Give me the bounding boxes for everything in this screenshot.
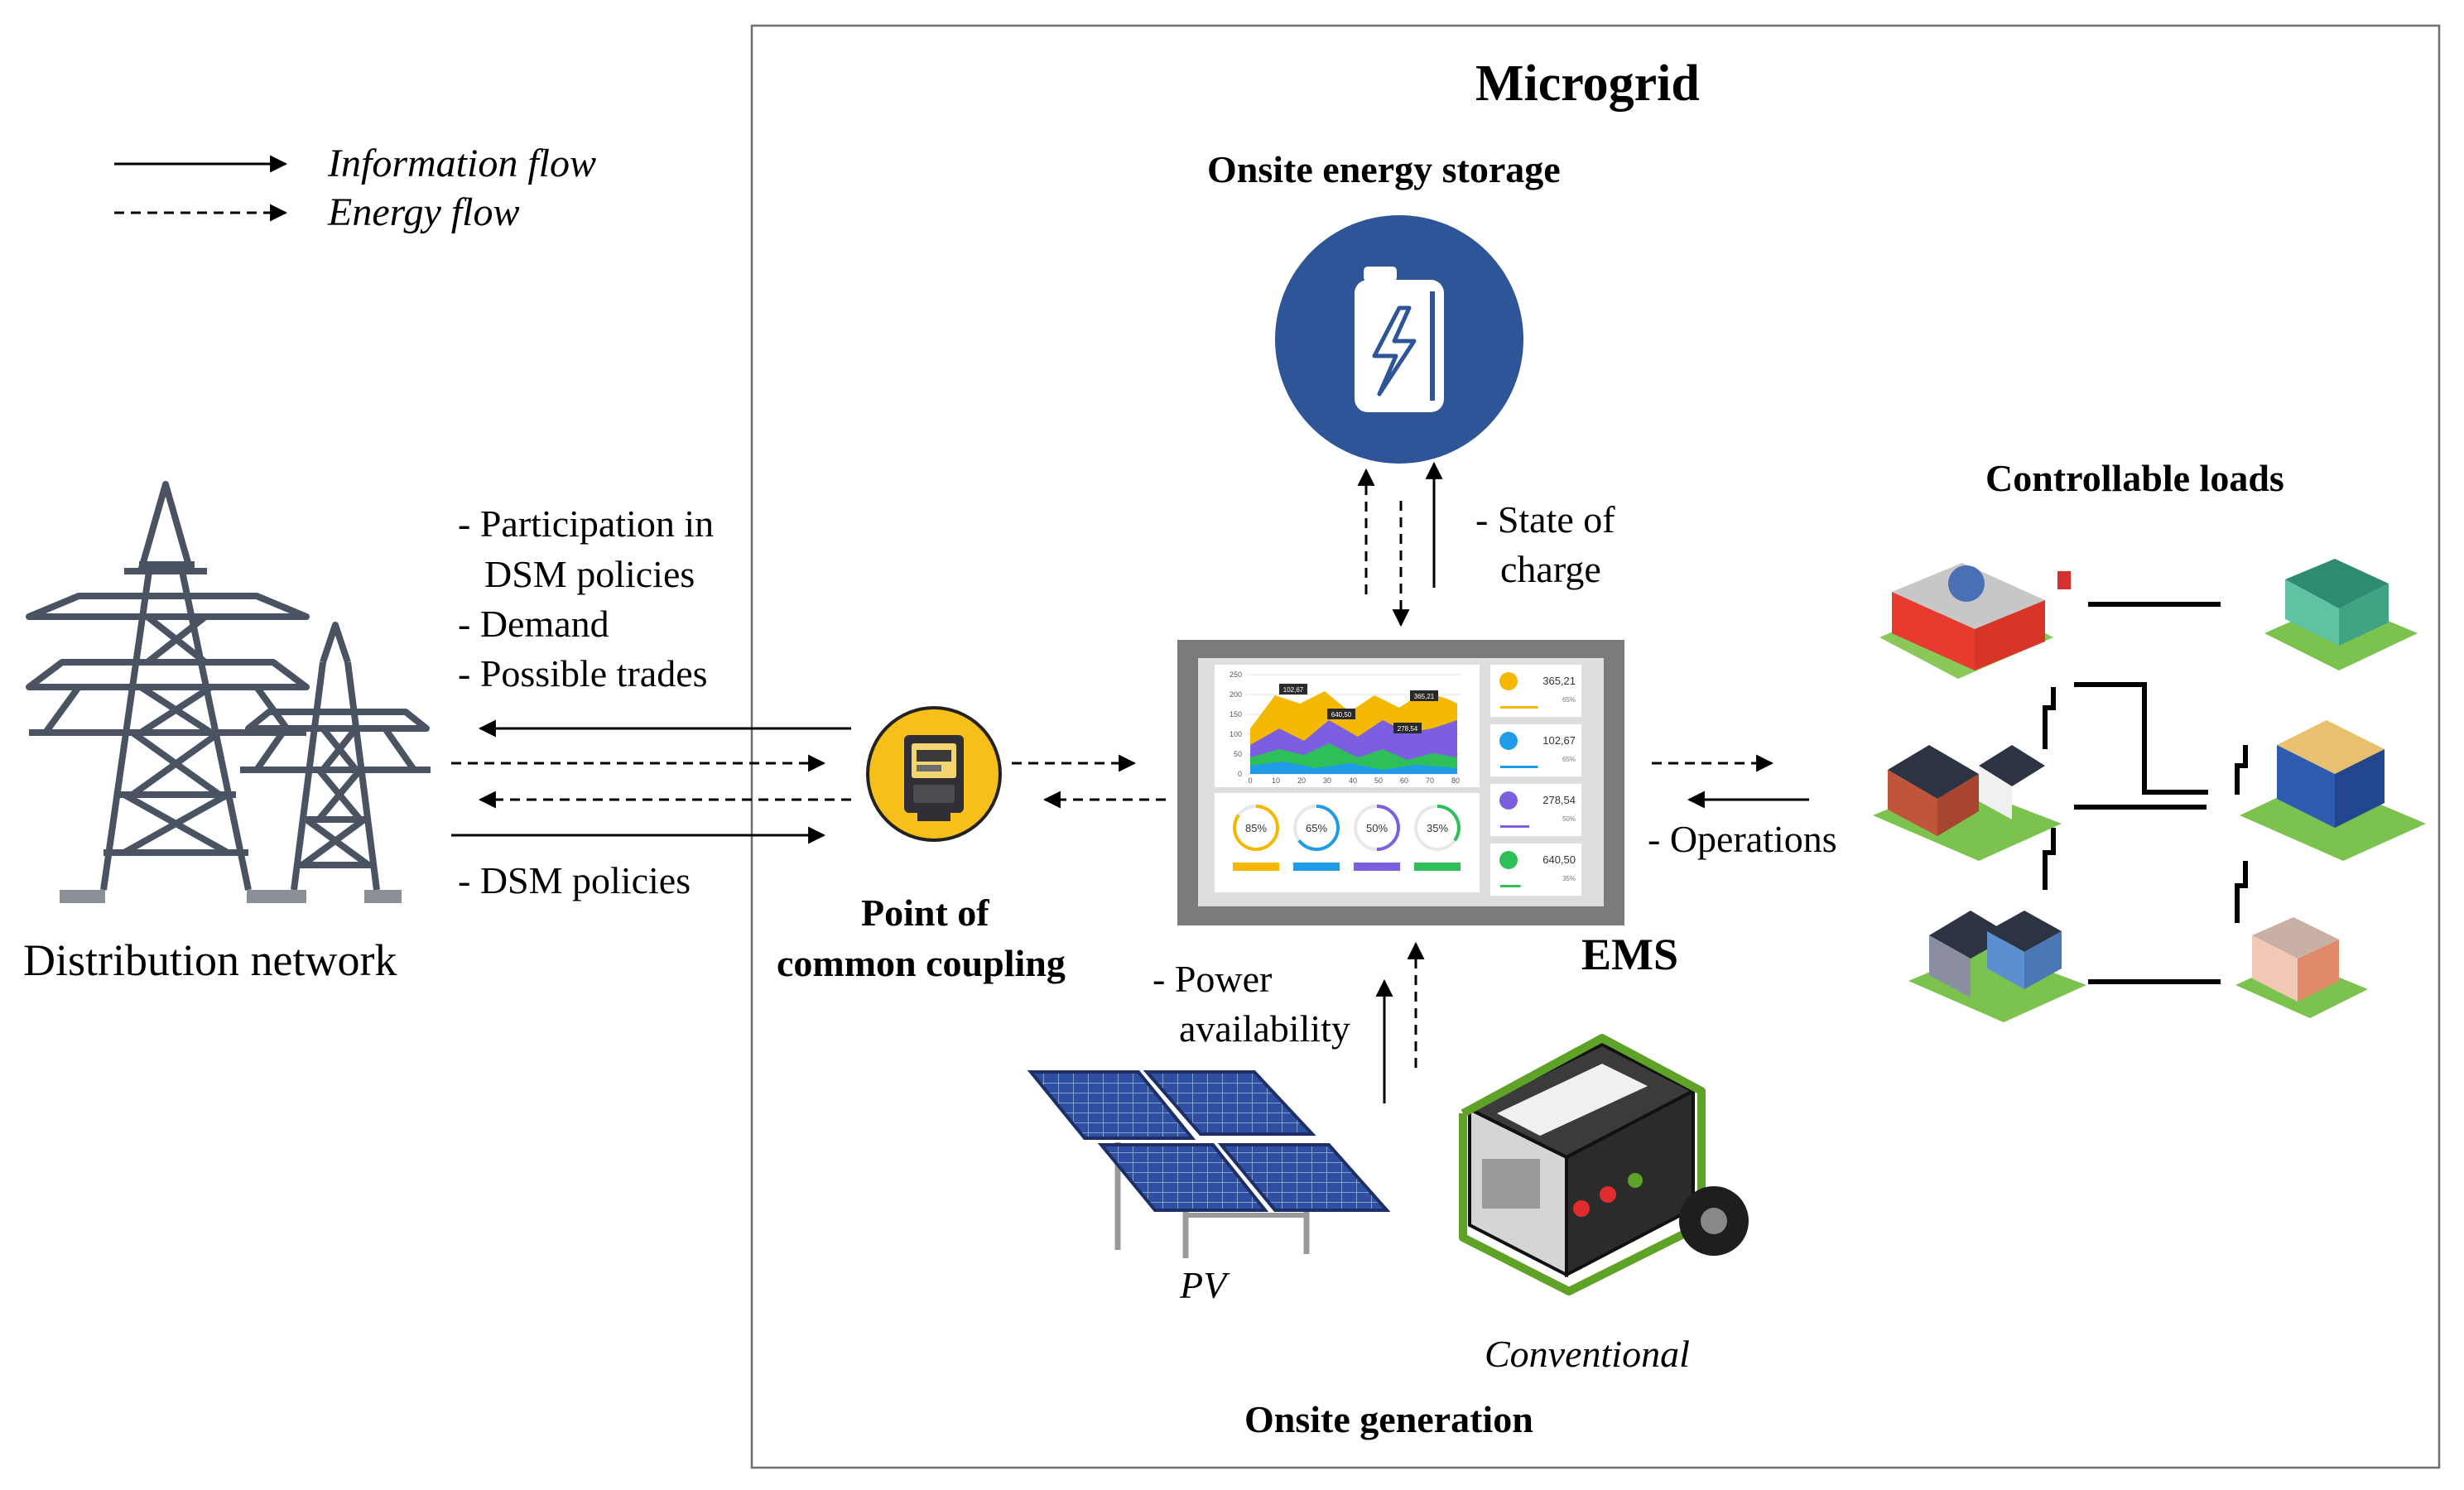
x-tick-label: 40 [1349, 776, 1357, 785]
card-value: 365,21 [1542, 675, 1576, 687]
generation-info-line1: - Power [1153, 958, 1273, 1000]
generator-icon [1459, 1034, 1749, 1295]
loads-info: - Operations [1648, 818, 1837, 860]
loads-label: Controllable loads [1985, 457, 2284, 499]
chart-tag [1393, 723, 1422, 733]
x-tick-label: 60 [1400, 776, 1408, 785]
x-tick-label: 50 [1374, 776, 1383, 785]
card-icon [1499, 791, 1518, 810]
legend-energy-label: Energy flow [328, 190, 520, 234]
y-tick-label: 150 [1230, 710, 1242, 719]
network-info-line2: DSM policies [484, 553, 695, 595]
chart-tag [1410, 690, 1438, 701]
x-tick-label: 20 [1297, 776, 1306, 785]
network-info-dsm: - DSM policies [458, 859, 691, 901]
smart-meter-icon [866, 706, 1002, 842]
storage-label: Onsite energy storage [1207, 148, 1561, 190]
y-tick-label: 50 [1234, 750, 1242, 758]
y-tick-label: 200 [1230, 690, 1242, 699]
microgrid-title: Microgrid [1475, 55, 1700, 112]
house-red-icon [1873, 745, 2062, 861]
gauge-arc [1437, 805, 1461, 842]
pcc-label-line2: common coupling [777, 942, 1066, 984]
card-icon [1499, 672, 1518, 690]
y-tick-label: 250 [1230, 670, 1242, 679]
y-tick-label: 100 [1230, 730, 1242, 738]
card-value: 102,67 [1542, 734, 1576, 747]
chart-tag [1279, 684, 1307, 695]
card-pct: 35% [1562, 875, 1576, 882]
card-icon [1499, 732, 1518, 750]
x-tick-label: 70 [1426, 776, 1434, 785]
x-tick-label: 0 [1248, 776, 1252, 785]
chart-tag-label: 102,67 [1283, 686, 1304, 694]
microgrid-boundary [750, 24, 2441, 1469]
conventional-label: Conventional [1485, 1333, 1690, 1375]
network-info-line3: - Demand [458, 603, 609, 645]
gauge-label: 85% [1245, 822, 1267, 834]
ems-label: EMS [1581, 930, 1679, 979]
pv-label: PV [1180, 1264, 1227, 1306]
x-tick-label: 80 [1451, 776, 1460, 785]
card-value: 640,50 [1542, 853, 1576, 866]
generation-info-line2: availability [1179, 1007, 1350, 1050]
gauge-bar [1354, 863, 1400, 871]
solar-panel-icon [1027, 1070, 1391, 1258]
house-green-icon [2264, 559, 2418, 670]
battery-storage-icon [1275, 215, 1523, 464]
gauge-bar [1293, 863, 1340, 871]
gauge-bar [1233, 863, 1279, 871]
load-connections [2043, 602, 2248, 984]
transmission-tower-icon [26, 481, 431, 891]
x-tick-label: 30 [1323, 776, 1331, 785]
building-store-icon [1879, 563, 2071, 679]
gauge-label: 35% [1427, 822, 1448, 834]
chart-tag-label: 365,21 [1414, 693, 1435, 700]
generation-label: Onsite generation [1244, 1398, 1533, 1440]
y-tick-label: 0 [1238, 770, 1242, 778]
legend-information-label: Information flow [328, 142, 597, 185]
house-pink-icon [2235, 917, 2368, 1018]
gauge-arc [1376, 805, 1400, 851]
card-value: 278,54 [1542, 794, 1576, 806]
chart-tag [1327, 709, 1355, 719]
chart-tag-label: 640,50 [1331, 711, 1352, 719]
storage-info-line1: - State of [1475, 498, 1615, 541]
network-info-line4: - Possible trades [458, 652, 708, 695]
card-bar [1500, 885, 1521, 887]
gauge-bar [1414, 863, 1461, 871]
gauge-arc [1233, 805, 1279, 851]
pcc-label-line1: Point of [861, 892, 989, 934]
card-pct: 65% [1562, 756, 1576, 763]
card-bar [1500, 766, 1538, 768]
card-bar [1500, 825, 1529, 828]
chart-tag-label: 278,54 [1398, 725, 1418, 733]
gauge-arc [1297, 805, 1340, 851]
house-blue-icon [1908, 911, 2086, 1022]
x-tick-label: 10 [1272, 776, 1280, 785]
card-pct: 65% [1562, 696, 1576, 704]
card-pct: 50% [1562, 815, 1576, 823]
network-info-line1: - Participation in [458, 502, 715, 545]
storage-info-line2: charge [1500, 548, 1601, 590]
building-blue-icon [2240, 720, 2426, 861]
distribution-network-label: Distribution network [23, 935, 397, 985]
gauge-label: 50% [1366, 822, 1388, 834]
gauge-label: 65% [1306, 822, 1327, 834]
card-icon [1499, 851, 1518, 869]
card-bar [1500, 706, 1538, 709]
